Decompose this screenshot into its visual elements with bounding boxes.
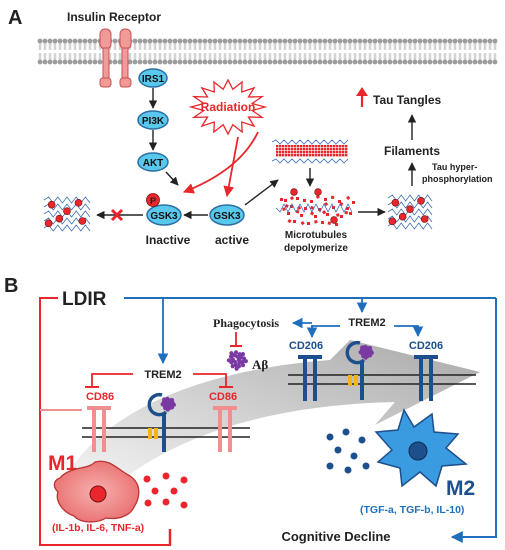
m2-cytokines-label: (TGF-a, TGF-b, IL-10) [360, 504, 464, 516]
m2-nucleus-icon [408, 441, 428, 461]
akt-label: AKT [143, 158, 164, 169]
insulin-receptor-icon [99, 28, 132, 88]
trem2-receptor-m1-icon [147, 392, 168, 452]
trem2-left-label: TREM2 [144, 369, 181, 381]
arrow-akt-gsk3 [165, 171, 179, 186]
irs1-node: IRS1 [138, 68, 168, 88]
cd86-left-label: CD86 [86, 391, 114, 403]
cd206-receptor-left-icon [298, 355, 322, 401]
phagocytosis-label: Phagocytosis [213, 316, 279, 330]
m2-label: M2 [446, 477, 475, 500]
ldir-red-line [39, 297, 166, 546]
pi3k-node: PI3K [137, 110, 169, 130]
amyloid-beta-bound-m1-icon [160, 396, 176, 412]
arrow-gsk3-microtubules [244, 179, 279, 206]
block-x-icon [110, 208, 124, 222]
m1-nucleus-icon [89, 485, 107, 503]
m2-cytokine-dots-icon [326, 428, 370, 474]
cd86-right-label: CD86 [209, 391, 237, 403]
cd86-receptor-right-icon [213, 406, 237, 452]
panel-a-label: A [8, 7, 22, 29]
panel-b-label: B [4, 275, 18, 297]
active-label: active [215, 233, 249, 247]
ldir-label: LDIR [62, 289, 107, 310]
m1-cytokine-dots-icon [143, 472, 188, 509]
cognitive-decline-label: Cognitive Decline [281, 529, 390, 544]
trem2-left-inhibit-lines [85, 373, 233, 388]
microtubule-icon [271, 139, 349, 164]
cd206-left-label: CD206 [289, 340, 323, 352]
tau-protein-icon [43, 196, 91, 232]
trem2-receptor-m2-icon [345, 340, 366, 400]
abeta-label: Aβ [252, 357, 268, 372]
filaments-label: Filaments [384, 144, 440, 158]
up-arrow-icon [356, 87, 368, 107]
cell-membrane [37, 38, 498, 65]
gsk3-active-node: GSK3 [209, 204, 245, 226]
gsk3-inactive-node: GSK3 [146, 204, 182, 226]
akt-node: AKT [137, 152, 169, 172]
m1-label: M1 [48, 452, 77, 475]
inhibit-abeta-line [230, 332, 242, 347]
tau-tangles-label: Tau Tangles [373, 93, 442, 107]
m2-membrane [288, 374, 476, 385]
radiation-label: Radiation [201, 100, 256, 114]
amyloid-beta-bound-m2-icon [358, 344, 374, 360]
hyperphosphorylation-label-1: Tau hyper- [432, 162, 477, 172]
ldir-to-cognitive-line [450, 298, 497, 543]
m1-to-m2-flow-band [70, 340, 480, 490]
irs1-label: IRS1 [142, 74, 165, 85]
radiation-burst-icon [188, 78, 268, 136]
arrow-radiation-gsk3 [182, 131, 259, 194]
gsk3-active-label: GSK3 [213, 211, 241, 222]
gsk3-inactive-label: GSK3 [150, 211, 178, 222]
amyloid-beta-icon [226, 350, 248, 371]
trem2-right-label: TREM2 [348, 317, 385, 329]
pi3k-label: PI3K [142, 116, 165, 127]
cd206-right-label: CD206 [409, 340, 443, 352]
hyperphosphorylation-label-2: phosphorylation [422, 174, 493, 184]
hyperphosphorylated-tau-icon [387, 194, 433, 230]
phospho-badge-icon: P [146, 193, 160, 207]
cd206-receptor-right-icon [414, 355, 438, 401]
depolymerize-label: depolymerize [284, 243, 348, 254]
cd86-receptor-left-icon [87, 406, 111, 452]
red-line-to-cognitive [120, 537, 171, 546]
insulin-receptor-label: Insulin Receptor [67, 10, 161, 24]
depolymerized-microtubule-icon [275, 188, 355, 226]
inactive-label: Inactive [146, 233, 191, 247]
arrow-radiation-active [223, 136, 239, 198]
phospho-label: P [150, 196, 156, 206]
microtubules-label: Microtubules [285, 230, 348, 241]
m1-cytokines-label: (IL-1b, IL-6, TNF-a) [52, 522, 144, 534]
